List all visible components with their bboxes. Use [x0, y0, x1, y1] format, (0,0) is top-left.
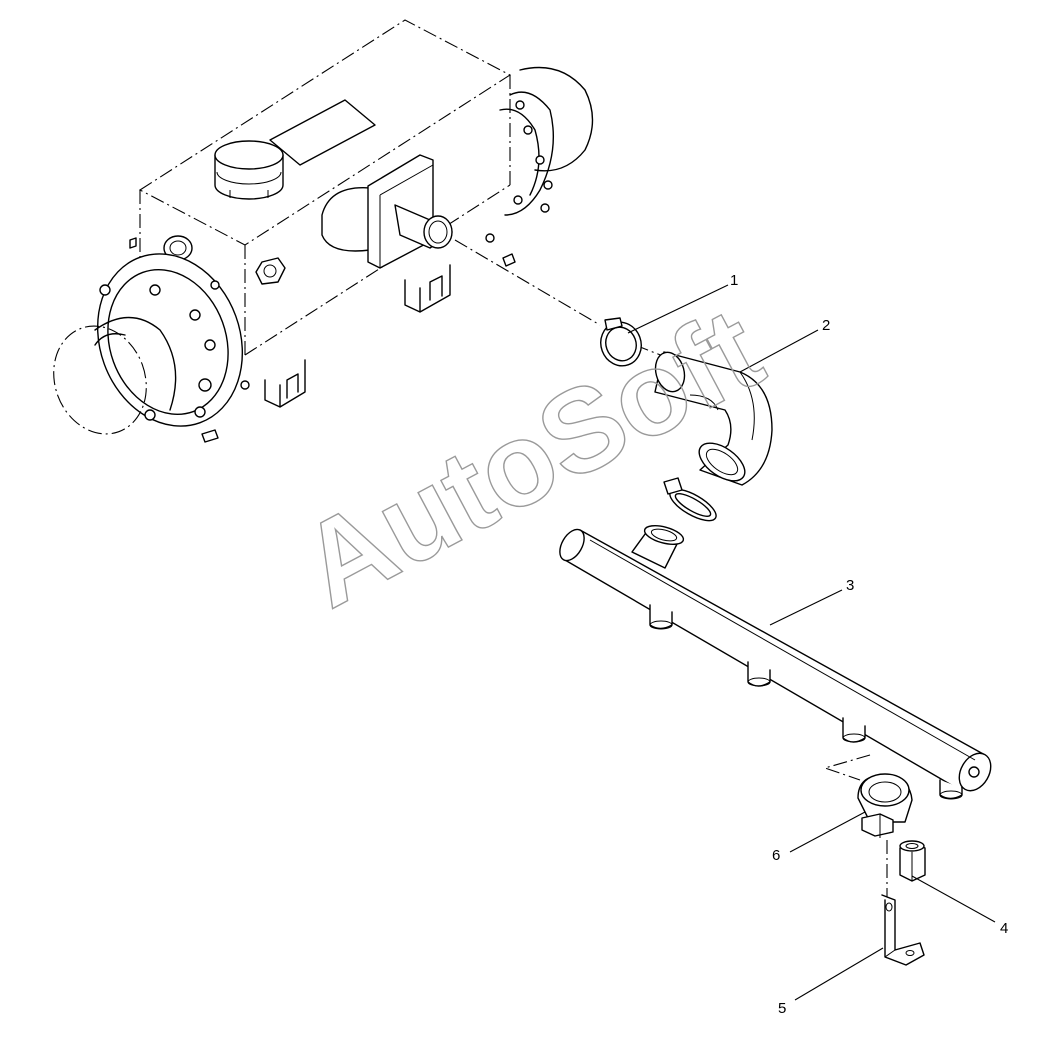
elbow-hose-part-2 [654, 351, 773, 486]
callout-3: 3 [846, 577, 854, 594]
heater-assembly [53, 19, 594, 443]
callout-numbers: 1 2 3 4 5 6 [730, 272, 1008, 1017]
nut-part-4 [899, 840, 926, 882]
callout-2: 2 [822, 317, 830, 334]
assembly-centerline [454, 239, 601, 326]
callout-6: 6 [772, 847, 780, 864]
callout-1: 1 [730, 272, 738, 289]
hose-clamp-lower [663, 477, 717, 522]
callout-5: 5 [778, 1000, 786, 1017]
hose-clamp-part-1 [600, 317, 642, 367]
manifold-outlets [649, 604, 963, 800]
rear-flange-bolts [485, 100, 553, 243]
front-flange-bolts [99, 280, 250, 421]
bracket-part-5 [881, 894, 925, 966]
callout-4: 4 [1000, 920, 1008, 937]
manifold-pipe-part-3 [559, 524, 992, 800]
leader-lines [627, 284, 996, 1001]
saddle-clamp-part-6 [857, 773, 913, 838]
